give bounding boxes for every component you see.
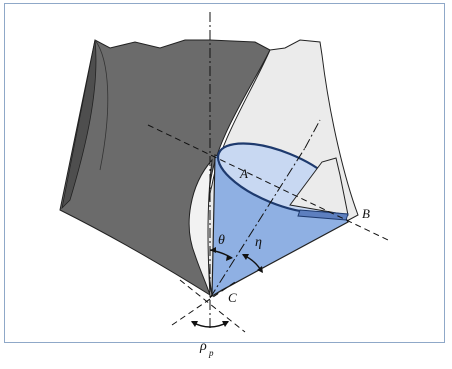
- line-ab: [147, 124, 389, 241]
- point-line-left: [171, 279, 239, 326]
- eta-arrow-top: [242, 254, 249, 260]
- flute-groove: [61, 39, 97, 210]
- rho-arrow-left: [191, 321, 198, 327]
- eta-arrow-bottom: [257, 266, 263, 273]
- label-theta: θ: [218, 233, 225, 248]
- label-rho: ρ: [199, 339, 207, 354]
- rho-arrow-right: [222, 321, 229, 327]
- cone-axis: [209, 147, 306, 299]
- label-rho-sub: p: [208, 348, 214, 358]
- lip-face: [188, 158, 213, 296]
- cone-axis-upper: [304, 119, 321, 149]
- label-eta: η: [255, 235, 262, 250]
- flute-groove-2: [94, 39, 109, 171]
- label-b: B: [362, 206, 370, 221]
- point-line-right: [179, 279, 246, 333]
- label-c: C: [228, 290, 237, 305]
- theta-arrow-right: [226, 255, 233, 261]
- label-a: A: [239, 166, 248, 181]
- theta-arrow-left: [210, 247, 216, 253]
